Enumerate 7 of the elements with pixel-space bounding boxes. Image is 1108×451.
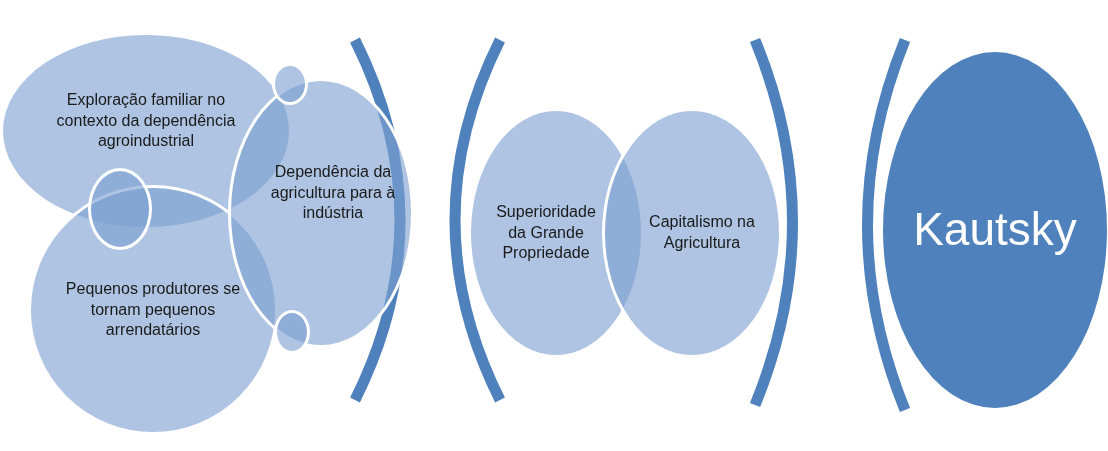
- topic-text: Pequenos produtores se tornam pequenos arrendatários: [64, 278, 242, 341]
- topic-text: Capitalismo na Agricultura: [648, 212, 756, 253]
- topic-text: Dependência da agricultura para à indústria: [269, 161, 397, 224]
- topic-text: Exploração familiar no contexto da dependência agroindustrial: [55, 89, 237, 152]
- topic-text: Superioridade da Grande Propriedade: [495, 201, 597, 264]
- small-circle: [274, 310, 310, 354]
- title-text: Kautsky: [913, 202, 1077, 258]
